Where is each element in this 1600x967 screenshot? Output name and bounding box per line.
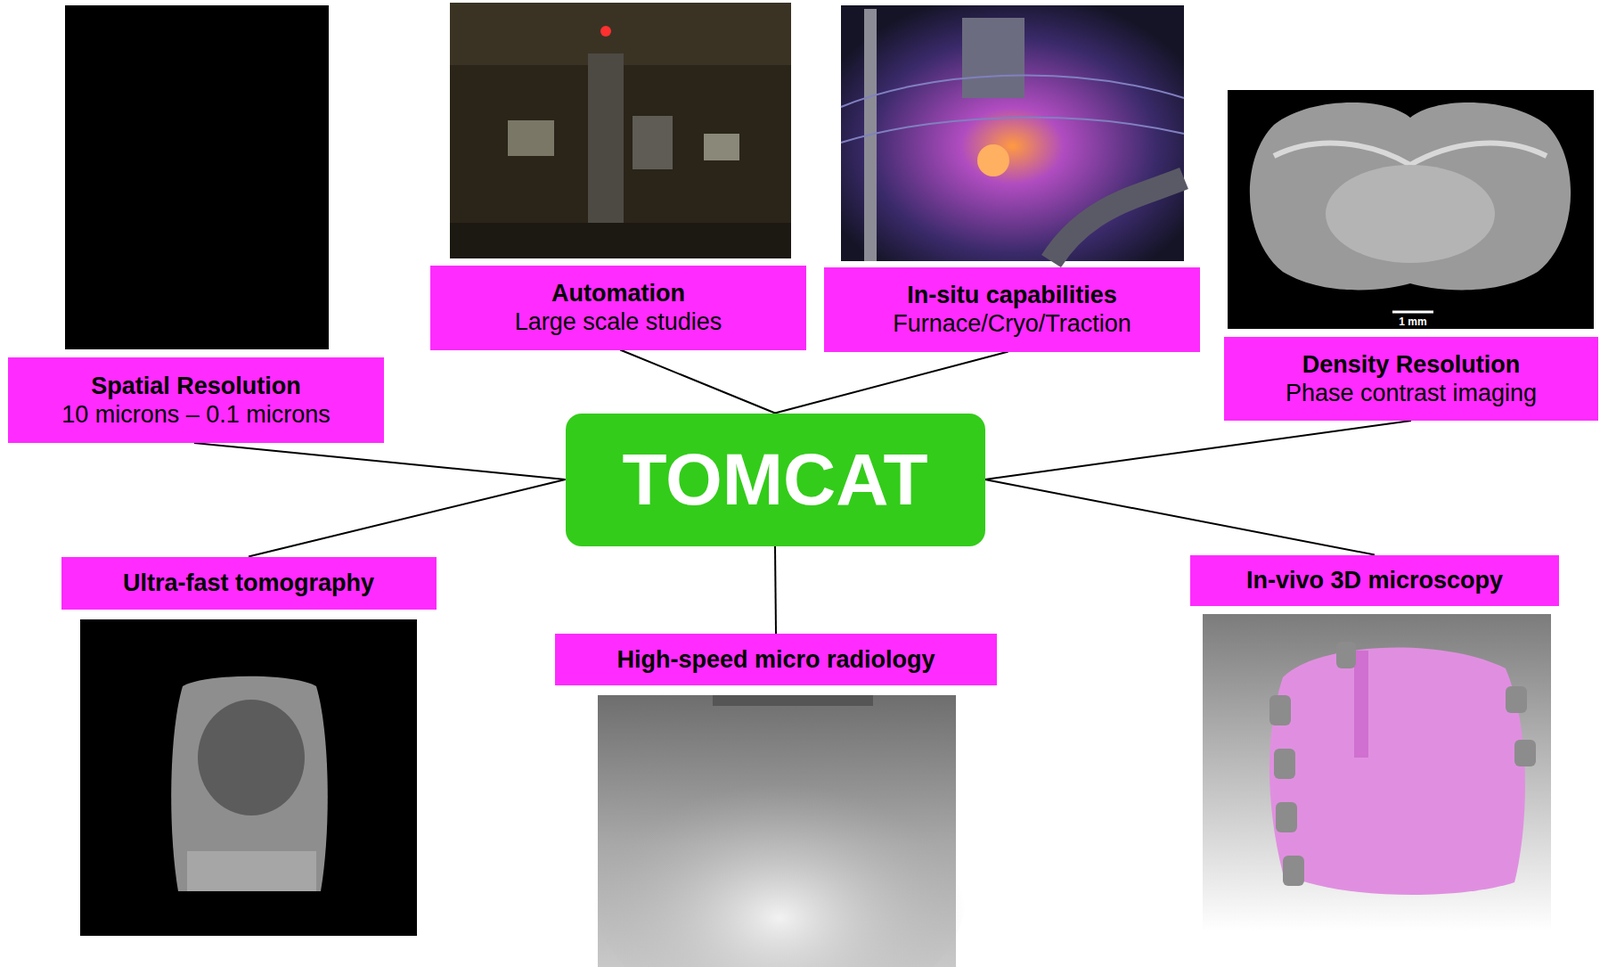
connector-line xyxy=(194,442,566,480)
floor xyxy=(449,222,792,259)
insect-render xyxy=(80,619,417,936)
box-body: Large scale studies xyxy=(514,307,723,336)
detector xyxy=(962,17,1025,98)
connector-line xyxy=(985,420,1413,480)
feature-box: Spatial Resolution10 microns – 0.1 micro… xyxy=(8,357,384,443)
lung-tissue xyxy=(1269,647,1526,895)
equipment-rack xyxy=(587,53,624,232)
feature-box: In-vivo 3D microscopy xyxy=(1190,555,1560,606)
vertebra xyxy=(1273,748,1296,779)
feature-box: Density ResolutionPhase contrast imaging xyxy=(1224,336,1599,421)
box-body: 10 microns – 0.1 microns xyxy=(61,400,331,429)
lung-render xyxy=(1202,613,1552,931)
vertebra xyxy=(1336,641,1356,669)
box-body: Phase contrast imaging xyxy=(1285,378,1537,408)
box-heading: In-vivo 3D microscopy xyxy=(1246,565,1503,595)
connector-line xyxy=(620,350,776,414)
insect-head xyxy=(171,676,328,891)
image-ground xyxy=(1202,613,1552,931)
brain-image xyxy=(1227,89,1594,329)
box-heading: Automation xyxy=(551,278,686,308)
central-hub: TOMCAT xyxy=(565,413,986,547)
vertebra xyxy=(1269,694,1291,726)
vertebra xyxy=(1275,801,1298,833)
photo-ground xyxy=(449,2,792,259)
connector-line xyxy=(775,546,776,635)
connector-line xyxy=(985,479,1376,556)
rib xyxy=(1505,685,1527,713)
nozzle xyxy=(712,694,874,706)
brain-section xyxy=(1249,102,1571,291)
box-heading: Spatial Resolution xyxy=(90,371,302,400)
furnace-glow xyxy=(977,144,1010,177)
mouthparts xyxy=(187,850,317,891)
feature-box: High-speed micro radiology xyxy=(555,633,997,686)
black-image xyxy=(65,5,329,350)
radiograph xyxy=(592,694,967,967)
airway xyxy=(1354,650,1369,758)
scale-bar xyxy=(1392,310,1434,314)
vertebrae xyxy=(1269,641,1536,886)
scale-label: 1 mm xyxy=(1398,315,1427,328)
automation-photo xyxy=(449,2,792,259)
connector-line xyxy=(775,351,1009,414)
box-heading: Ultra-fast tomography xyxy=(122,568,375,597)
tubing xyxy=(840,117,1184,143)
photo-ground xyxy=(840,5,1184,262)
inner-region xyxy=(1325,164,1495,263)
feature-box: In-situ capabilitiesFurnace/Cryo/Tractio… xyxy=(824,267,1200,352)
feature-box: Ultra-fast tomography xyxy=(61,556,437,610)
printer xyxy=(703,133,740,161)
equipment xyxy=(632,115,673,170)
box-body: Furnace/Cryo/Traction xyxy=(892,309,1132,338)
image-ground xyxy=(1227,89,1594,329)
compound-eye xyxy=(197,699,305,816)
droplet xyxy=(592,757,967,967)
window xyxy=(507,120,555,156)
box-heading: High-speed micro radiology xyxy=(616,644,935,674)
hose xyxy=(1051,178,1184,262)
tubing xyxy=(840,75,1184,107)
rib xyxy=(1514,739,1536,767)
box-heading: Density Resolution xyxy=(1302,350,1521,379)
box-heading: In-situ capabilities xyxy=(906,280,1118,310)
cortex-band xyxy=(1273,143,1547,165)
connector-line xyxy=(248,479,566,557)
box-heading: TOMCAT xyxy=(621,439,928,520)
vertebra xyxy=(1282,855,1305,886)
feature-box: AutomationLarge scale studies xyxy=(430,265,807,351)
red-light xyxy=(600,25,612,37)
in-situ-photo xyxy=(840,5,1184,262)
image-ground xyxy=(80,619,417,936)
